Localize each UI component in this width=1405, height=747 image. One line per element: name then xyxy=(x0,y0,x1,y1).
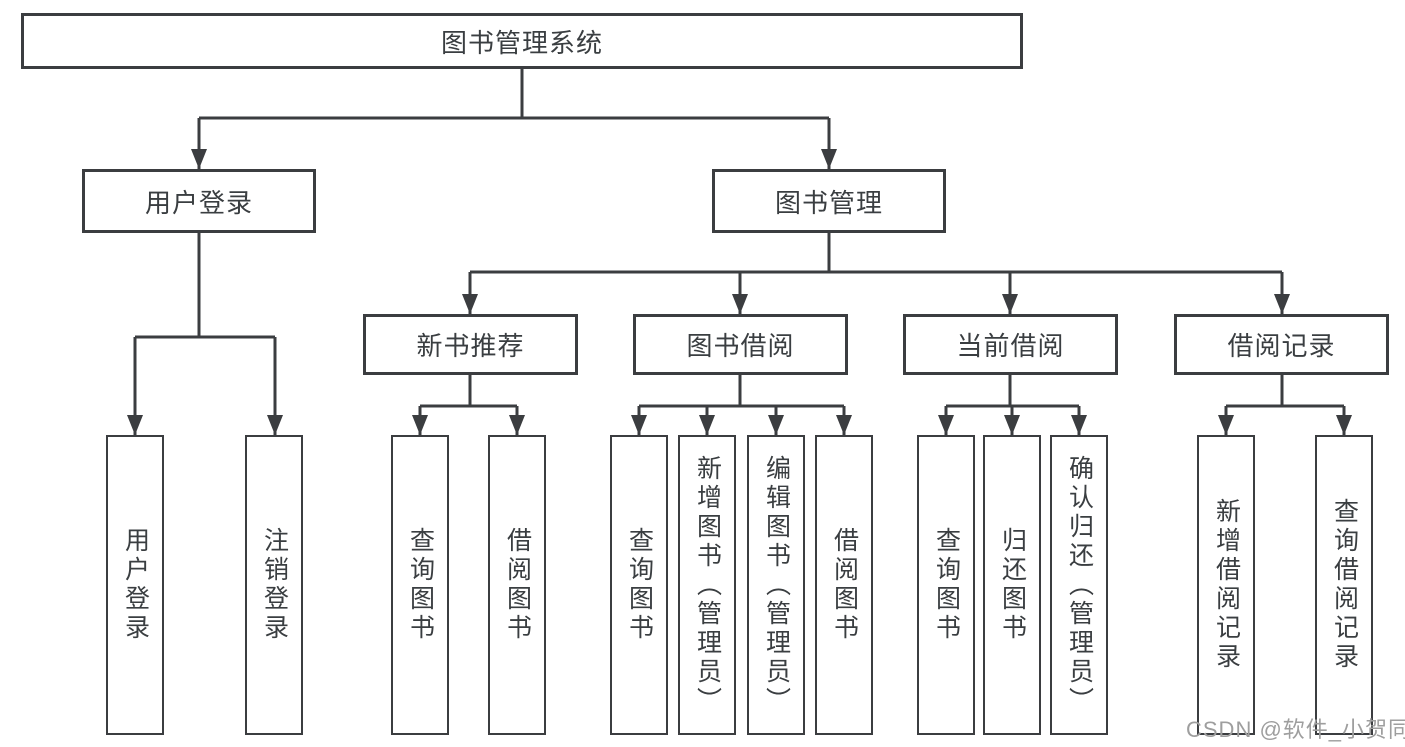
node-book-management: 图书管理 xyxy=(712,169,946,233)
leaf-return-book: 归还图书 xyxy=(983,435,1041,735)
leaf-confirm-return-admin: 确认归还（管理员） xyxy=(1050,435,1108,735)
leaf-query-borrow-record: 查询借阅记录 xyxy=(1315,435,1373,735)
node-borrow-records: 借阅记录 xyxy=(1174,314,1389,375)
leaf-edit-book-admin: 编辑图书（管理员） xyxy=(747,435,805,735)
leaf-query-books-borrow: 查询图书 xyxy=(610,435,668,735)
leaf-borrow-books: 借阅图书 xyxy=(815,435,873,735)
leaf-query-books-recommend: 查询图书 xyxy=(391,435,449,735)
node-current-borrow: 当前借阅 xyxy=(903,314,1118,375)
connector-lines xyxy=(127,69,1352,435)
node-user-login: 用户登录 xyxy=(82,169,316,233)
leaf-user-login: 用户登录 xyxy=(106,435,164,735)
node-root: 图书管理系统 xyxy=(21,13,1023,69)
csdn-watermark: CSDN @软件_小贺同学 xyxy=(1186,717,1405,742)
leaf-logout: 注销登录 xyxy=(245,435,303,735)
leaf-borrow-books-recommend: 借阅图书 xyxy=(488,435,546,735)
leaf-add-book-admin: 新增图书（管理员） xyxy=(678,435,736,735)
node-new-book-recommend: 新书推荐 xyxy=(363,314,578,375)
node-book-borrow: 图书借阅 xyxy=(633,314,848,375)
leaf-query-books-current: 查询图书 xyxy=(917,435,975,735)
leaf-add-borrow-record: 新增借阅记录 xyxy=(1197,435,1255,735)
